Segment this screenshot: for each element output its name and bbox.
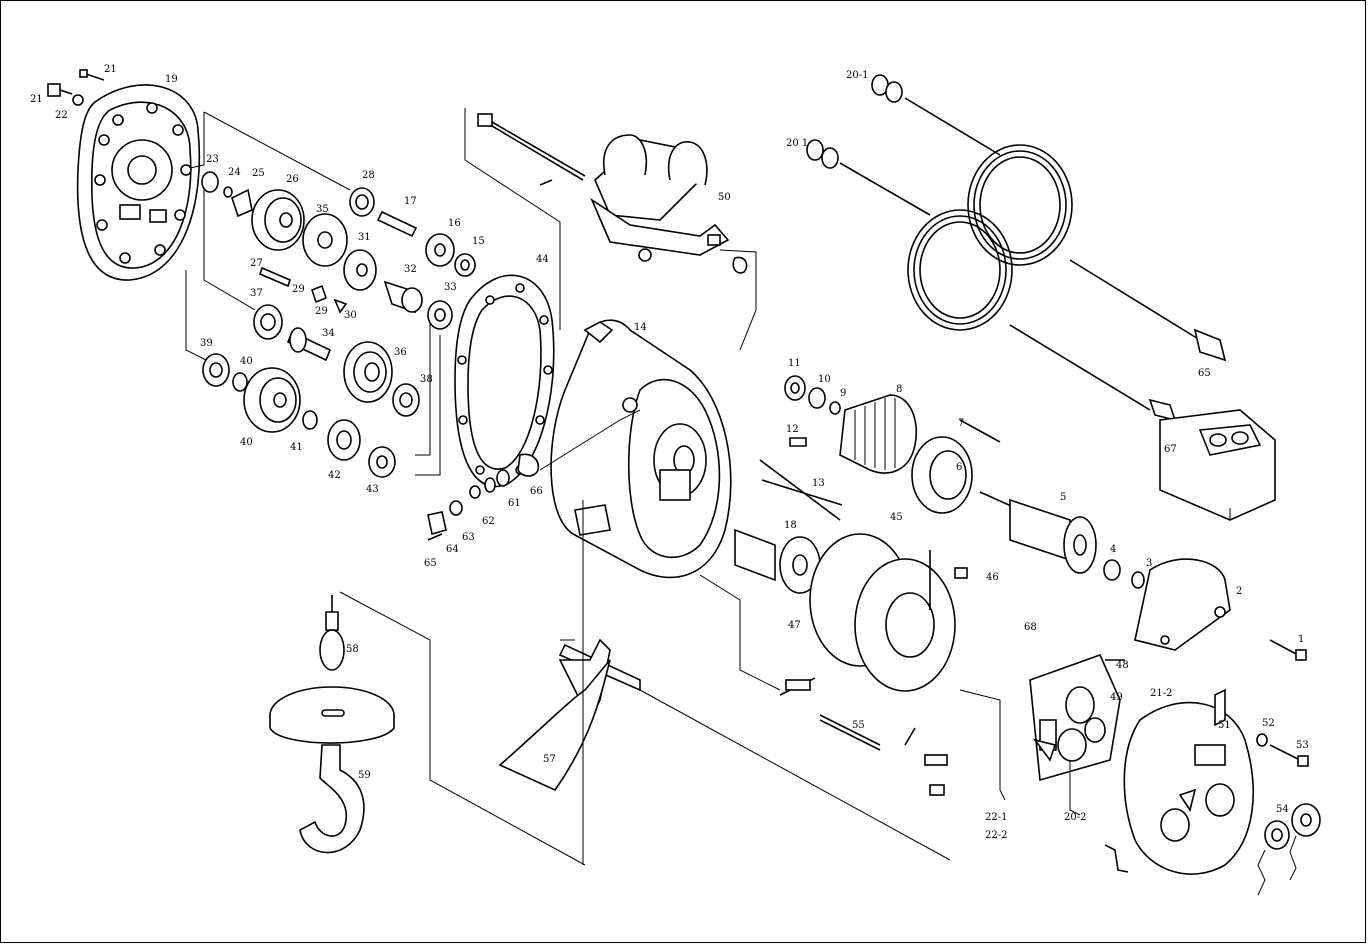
part-labels: 21 21 22 19 23 24 25 26 28 17 16 15 35 3…: [30, 64, 1309, 841]
label-28: 28: [362, 170, 375, 181]
label-68: 68: [1024, 622, 1037, 633]
label-29: 29: [315, 306, 328, 317]
label-22-2: 22-2: [985, 830, 1007, 841]
label-33: 33: [444, 282, 457, 293]
label-65: 65: [424, 558, 437, 569]
label-38: 38: [420, 374, 433, 385]
label-54: 54: [1276, 804, 1289, 815]
label-50: 50: [718, 192, 731, 203]
motor-parts: [759, 375, 1145, 589]
tie-rod: [464, 108, 586, 330]
gasket-50: [454, 274, 555, 488]
label-57: 57: [543, 754, 556, 765]
pulleys-54: [1257, 803, 1321, 896]
label-47: 47: [788, 620, 801, 631]
label-66: 66: [530, 486, 543, 497]
label-16: 16: [448, 218, 461, 229]
label-35: 35: [316, 204, 329, 215]
label-44: 44: [536, 254, 549, 265]
gear-train: [185, 111, 476, 478]
label-40: 40: [240, 356, 253, 367]
hook-assembly: [269, 591, 586, 866]
label-23: 23: [206, 154, 219, 165]
label-21-2: 21-2: [1150, 688, 1172, 699]
label-1: 1: [1298, 634, 1304, 645]
hanger-bracket-56: [590, 134, 757, 351]
main-housing-14: [550, 319, 732, 579]
label-9: 9: [840, 388, 846, 399]
label-37: 37: [250, 288, 263, 299]
label-48: 48: [1116, 660, 1129, 671]
label-29: 29: [292, 284, 305, 295]
label-4: 4: [1110, 544, 1116, 555]
label-8: 8: [896, 384, 902, 395]
label-7: 7: [958, 418, 964, 429]
label-63: 63: [462, 532, 475, 543]
end-plate-19: [76, 84, 201, 281]
control-board: [959, 653, 1125, 816]
label-30: 30: [344, 310, 357, 321]
bolt-21: [47, 69, 105, 106]
end-cover-51: [1104, 688, 1309, 875]
label-21: 21: [30, 94, 43, 105]
label-62: 62: [482, 516, 495, 527]
label-34: 34: [322, 328, 335, 339]
label-27: 27: [250, 258, 263, 269]
label-53: 53: [1296, 740, 1309, 751]
label-51: 51: [1218, 720, 1231, 731]
label-14: 14: [634, 322, 647, 333]
label-31: 31: [358, 232, 371, 243]
label-18: 18: [784, 520, 797, 531]
label-55: 55: [852, 720, 865, 731]
label-6: 6: [956, 462, 962, 473]
label-22-1: 22-1: [985, 812, 1007, 823]
label-11: 11: [788, 358, 801, 369]
label-39: 39: [200, 338, 213, 349]
label-52: 52: [1262, 718, 1275, 729]
label-20-1b: 20 1: [786, 138, 808, 149]
end-cap-2: [1134, 558, 1307, 661]
label-17: 17: [404, 196, 417, 207]
rope-drum: [734, 528, 968, 692]
label-19: 19: [165, 74, 178, 85]
label-15: 15: [472, 236, 485, 247]
label-5: 5: [1060, 492, 1066, 503]
label-21: 21: [104, 64, 117, 75]
label-65b: 65: [1198, 368, 1211, 379]
bracket-57: [498, 500, 951, 865]
label-58: 58: [346, 644, 359, 655]
label-45: 45: [890, 512, 903, 523]
label-64: 64: [446, 544, 459, 555]
label-25: 25: [252, 168, 265, 179]
label-20-2: 20-2: [1064, 812, 1086, 823]
label-10: 10: [818, 374, 831, 385]
label-24: 24: [228, 167, 241, 178]
brake-parts-60-66: [427, 409, 641, 541]
label-40: 40: [240, 437, 253, 448]
label-12: 12: [786, 424, 799, 435]
label-26: 26: [286, 174, 299, 185]
label-41: 41: [290, 442, 303, 453]
label-3: 3: [1146, 558, 1152, 569]
label-46: 46: [986, 572, 999, 583]
label-61: 61: [508, 498, 521, 509]
label-20-1: 20-1: [846, 70, 868, 81]
label-13: 13: [812, 478, 825, 489]
label-32: 32: [404, 264, 417, 275]
label-67: 67: [1164, 444, 1177, 455]
cable-assembly: [806, 74, 1276, 521]
pin-parts: [699, 574, 948, 796]
label-43: 43: [366, 484, 379, 495]
label-36: 36: [394, 347, 407, 358]
label-22: 22: [55, 110, 68, 121]
label-59: 59: [358, 770, 371, 781]
label-49: 49: [1110, 692, 1123, 703]
label-2: 2: [1236, 586, 1242, 597]
label-42: 42: [328, 470, 341, 481]
